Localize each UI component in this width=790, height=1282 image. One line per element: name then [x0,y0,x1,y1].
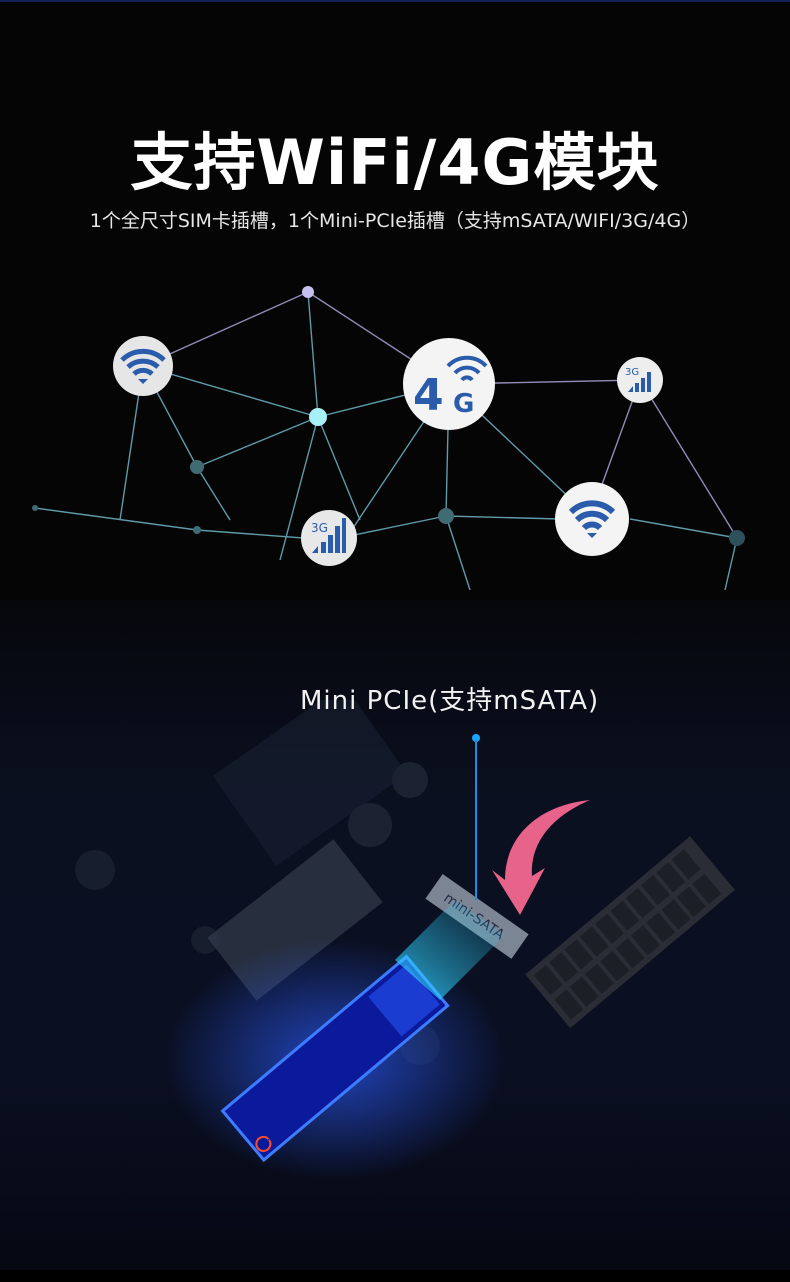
network-node-dot [190,460,204,474]
svg-text:3G: 3G [311,521,328,535]
top-border [0,0,790,2]
network-node-dot [302,286,314,298]
network-diagram: 4 G 3G 3G [32,286,745,590]
network-node-dot [32,505,38,511]
3g-signal-icon: 3G [617,357,663,403]
bottom-border [0,1270,790,1282]
network-node-dot [729,530,745,546]
data-beam [395,900,505,1000]
network-node-dot [438,508,454,524]
svg-text:3G: 3G [625,367,639,378]
svg-text:4: 4 [413,370,444,421]
network-node-dot [193,526,201,534]
svg-text:G: G [453,389,474,419]
wifi-icon [113,336,173,396]
mini-pcie-label: Mini PCIe(支持mSATA) [300,686,600,716]
network-node-dot [309,408,327,426]
motherboard-illustration: mini-SATA [75,700,735,1180]
leader-dot [472,734,480,742]
page-title: 支持WiFi/4G模块 [130,126,660,199]
3g-signal-icon: 3G [301,510,357,566]
leader-line [475,740,477,900]
page-subtitle: 1个全尺寸SIM卡插槽，1个Mini-PCIe插槽（支持mSATA/WIFI/3… [89,210,701,232]
power-connector [525,836,735,1029]
4g-icon: 4 G [403,338,495,430]
pink-arrow-icon [492,800,590,915]
wifi-icon [555,482,629,556]
